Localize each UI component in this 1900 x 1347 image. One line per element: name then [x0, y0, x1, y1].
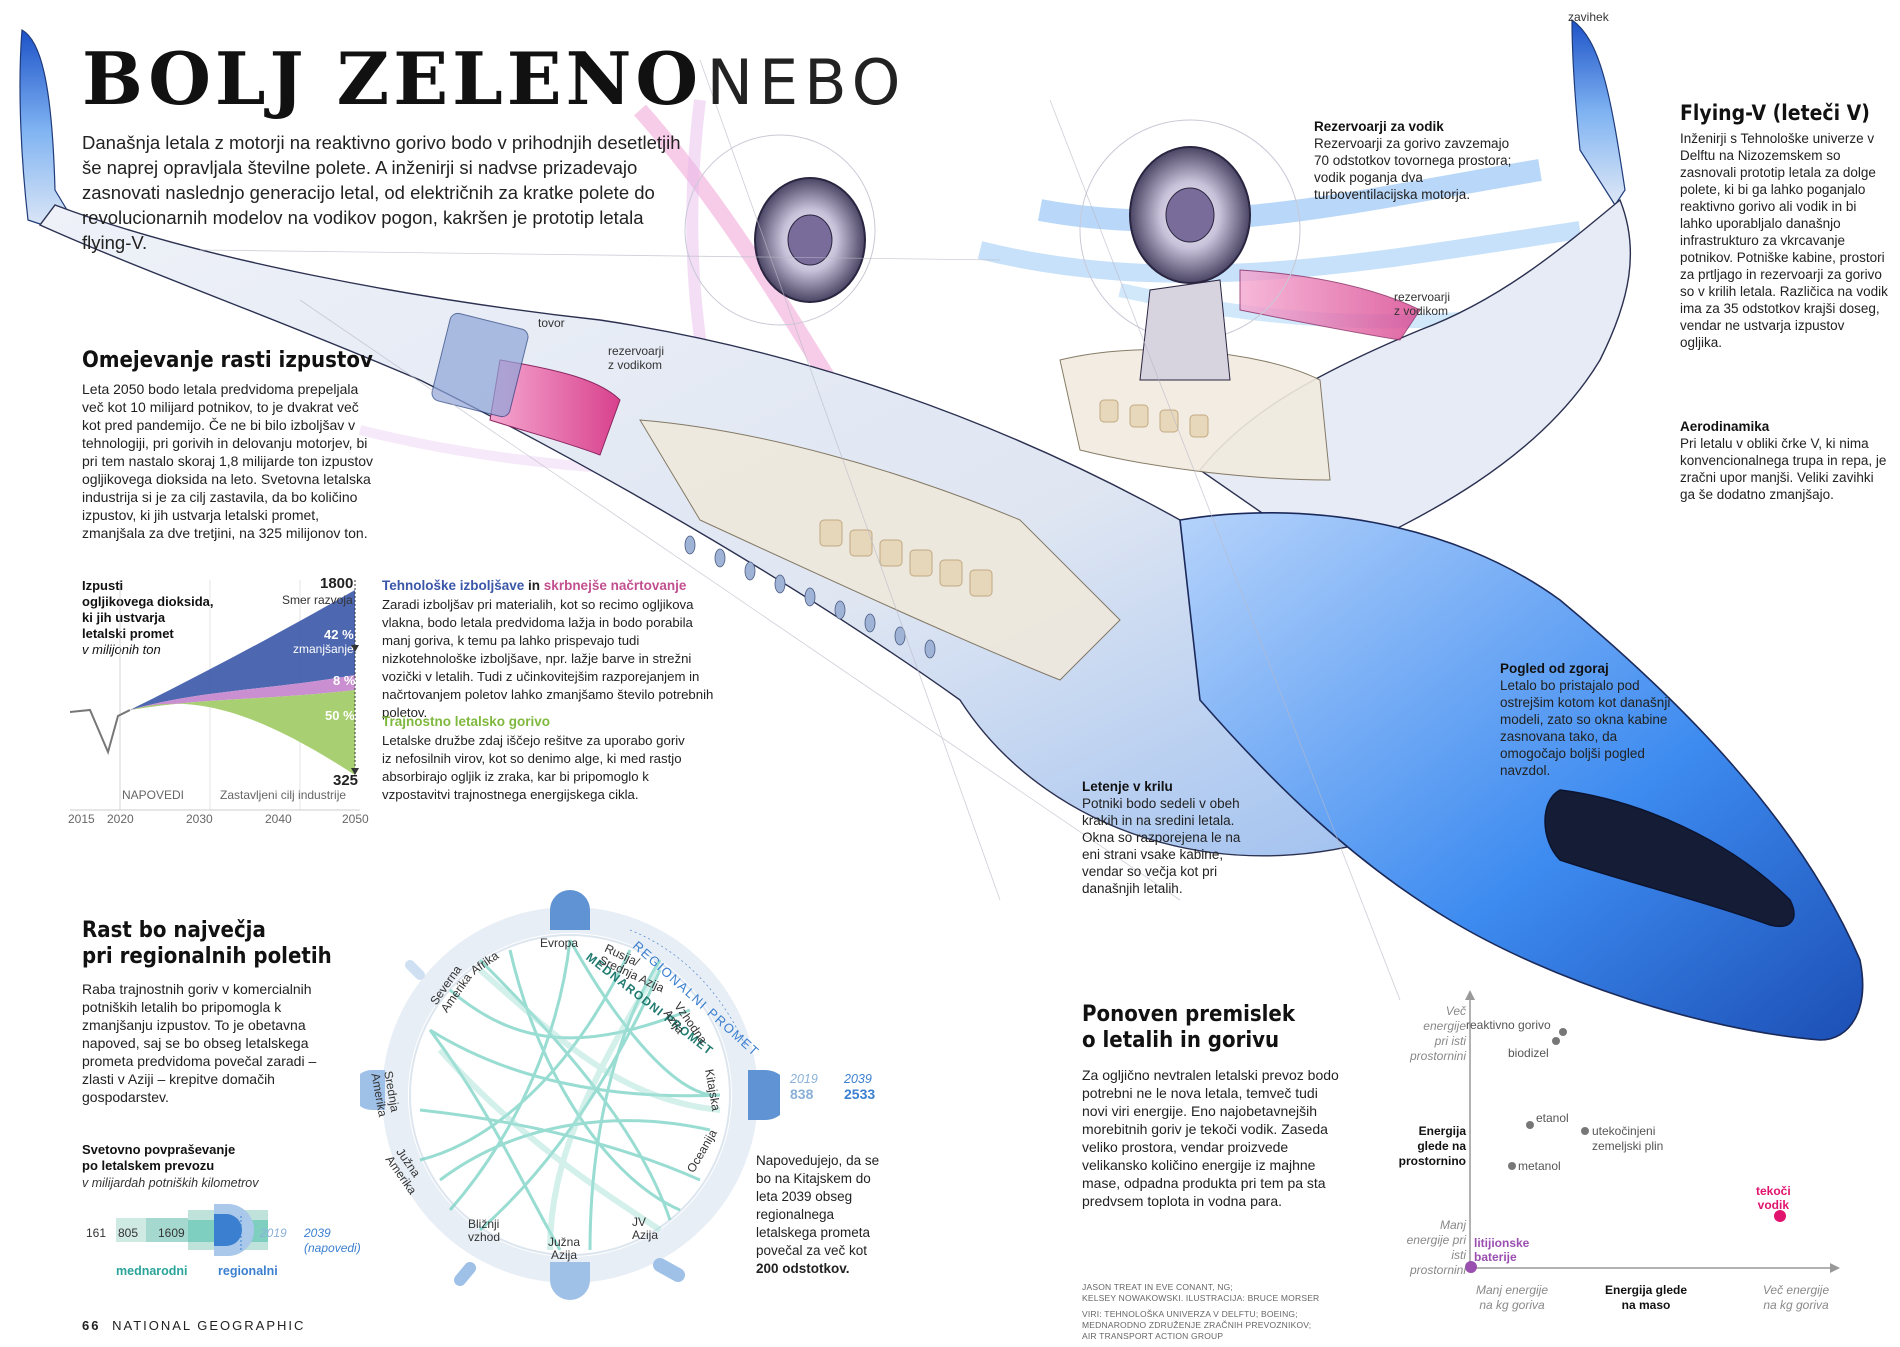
point-jet-fuel	[1559, 1028, 1567, 1036]
hydrogen-tank-left	[489, 359, 621, 456]
chart-year-2040: 2040	[265, 812, 292, 826]
demand-bars	[116, 1204, 268, 1256]
china-note: Napovedujejo, da se bo na Kitajskem do l…	[756, 1153, 880, 1276]
region-se-asia: JV Azija	[632, 1215, 659, 1242]
area-planning	[130, 675, 355, 710]
cargo-hold	[431, 312, 529, 418]
fuel-text: Letalske družbe zdaj iščejo rešitve za u…	[382, 733, 685, 802]
credits: JASON TREAT IN EVE CONANT, NG; KELSEY NO…	[1082, 1282, 1320, 1341]
label-cargo: tovor	[538, 316, 565, 330]
energy-x-left: Manj energije na kg goriva	[1475, 1283, 1549, 1312]
demand-unit: v milijardah potniških kilometrov	[82, 1176, 259, 1190]
view-note: Pogled od zgoraj Letalo bo pristajalo po…	[1500, 661, 1671, 778]
regional-text: Raba trajnostnih goriv v komercialnih po…	[82, 981, 317, 1105]
rethink-text: Za ogljično nevtralen letalski prevoz bo…	[1082, 1067, 1339, 1209]
flyingv-note: Flying-V (leteči V) Inženirji s Tehnološ…	[1680, 101, 1888, 350]
label-methanol: metanol	[1518, 1159, 1561, 1173]
bar-value-805: 805	[118, 1226, 139, 1240]
aero-note: Aerodinamika Pri letalu v obliki črke V,…	[1680, 419, 1887, 502]
page-title: BOLJ ZELENO NEBO	[82, 36, 906, 121]
emissions-heading: Omejevanje rasti izpustov	[82, 348, 373, 373]
title-bold: BOLJ ZELENO	[82, 36, 703, 121]
energy-x-right: Več energije na kg goriva	[1762, 1283, 1830, 1312]
label-flap: zavihek	[1568, 10, 1609, 24]
bar-value-1609: 1609	[158, 1226, 185, 1240]
label-tank-right: rezervoarji z vodikom	[1394, 290, 1451, 318]
energy-y-top: Več energije pri isti prostornini	[1409, 1004, 1466, 1063]
emissions-chart-label: Izpusti ogljikovega dioksida, ki jih ust…	[82, 578, 214, 657]
rethink-heading: Ponoven premislek o letalih in gorivu	[1082, 1002, 1296, 1053]
hydrogen-tank-right	[1239, 269, 1421, 341]
chart-pct-50: 50 %	[325, 708, 355, 723]
chart-bottom-value: 325	[333, 772, 359, 789]
chart-top-label: Smer razvoja	[282, 593, 353, 607]
label-lng: utekočinjeni zemeljski plin	[1592, 1124, 1664, 1153]
fuel-title: Trajnostno letalsko gorivo	[382, 714, 551, 729]
demand-title: Svetovno povpraševanje po letalskem prev…	[82, 1142, 236, 1173]
area-efficiency	[130, 590, 355, 710]
point-methanol	[1508, 1162, 1516, 1170]
demand-year-2019: 2019	[260, 1226, 287, 1240]
label-tank-left: rezervoarji z vodikom	[608, 344, 665, 372]
china-2039: 2039 2533	[844, 1072, 876, 1102]
chart-pct-42: 42 %	[324, 627, 354, 642]
point-hydrogen	[1774, 1210, 1786, 1222]
energy-chart	[1465, 990, 1840, 1273]
page-number: 66	[82, 1318, 101, 1333]
chart-year-2015: 2015	[68, 812, 95, 826]
emissions-chart	[70, 580, 360, 811]
actual-line	[70, 708, 131, 756]
region-south-asia: Južna Azija	[548, 1235, 581, 1262]
point-battery	[1465, 1261, 1477, 1273]
legend-international: mednarodni	[116, 1264, 188, 1278]
energy-y-bottom: Manj energije pri isti prostornini	[1406, 1218, 1466, 1277]
right-wingtip	[1571, 18, 1626, 207]
area-fuel	[130, 690, 355, 775]
chart-pct-8: 8 %	[333, 673, 356, 688]
region-europe: Evropa	[540, 936, 579, 950]
label-battery: litijionske baterije	[1474, 1236, 1530, 1264]
label-hydrogen: tekoči vodik	[1756, 1184, 1791, 1212]
left-wingtip	[19, 29, 71, 231]
chart-year-2050: 2050	[342, 812, 369, 826]
chart-year-2020: 2020	[107, 812, 134, 826]
chart-pct-42-label: zmanjšanje	[293, 642, 354, 656]
label-jet-fuel: reaktivno gorivo	[1466, 1018, 1551, 1032]
chart-top-value: 1800	[320, 575, 354, 592]
legend-regional: regionalni	[218, 1264, 278, 1278]
hydrogen-note: Rezervoarji za vodik Rezervoarji za gori…	[1314, 119, 1512, 202]
energy-x-mid: Energija glede na maso	[1604, 1283, 1688, 1312]
magazine-name: NATIONAL GEOGRAPHIC	[112, 1318, 306, 1333]
tech-text: Zaradi izboljšav pri materialih, kot so …	[382, 597, 714, 720]
point-biodiesel	[1552, 1037, 1560, 1045]
energy-y-mid: Energija glede na prostornino	[1398, 1124, 1466, 1168]
region-middle-east: Bližnji vzhod	[468, 1217, 501, 1244]
title-light: NEBO	[706, 46, 907, 119]
cockpit-window	[1544, 789, 1795, 927]
chart-forecast-label: NAPOVEDI	[122, 788, 185, 802]
demand-year-2039: 2039 (napovedi)	[304, 1226, 361, 1255]
airflow-blue-arrow	[1037, 159, 1542, 232]
chart-year-2030: 2030	[186, 812, 213, 826]
page-footer: 66 NATIONAL GEOGRAPHIC	[82, 1318, 305, 1333]
plane-nose	[1179, 511, 1864, 1041]
intro-text: Današnja letala z motorji na reaktivno g…	[82, 132, 681, 253]
chart-goal-label: Zastavljeni cilj industrije	[220, 788, 347, 802]
engine-left-outline	[684, 134, 876, 326]
tech-title: Tehnološke izboljšave in skrbnejše načrt…	[382, 578, 687, 593]
traffic-circle-diagram	[360, 890, 780, 1300]
wing-note: Letenje v krilu Potniki bodo sedeli v ob…	[1082, 779, 1241, 896]
bar-value-161: 161	[86, 1226, 107, 1240]
point-lng	[1581, 1127, 1589, 1135]
regional-heading: Rast bo največja pri regionalnih poletih	[82, 918, 332, 969]
point-ethanol	[1526, 1121, 1534, 1129]
label-biodiesel: biodizel	[1508, 1046, 1549, 1060]
china-2019: 2019 838	[790, 1072, 818, 1102]
emissions-text: Leta 2050 bodo letala predvidoma prepelj…	[82, 381, 374, 541]
label-ethanol: etanol	[1536, 1111, 1569, 1125]
